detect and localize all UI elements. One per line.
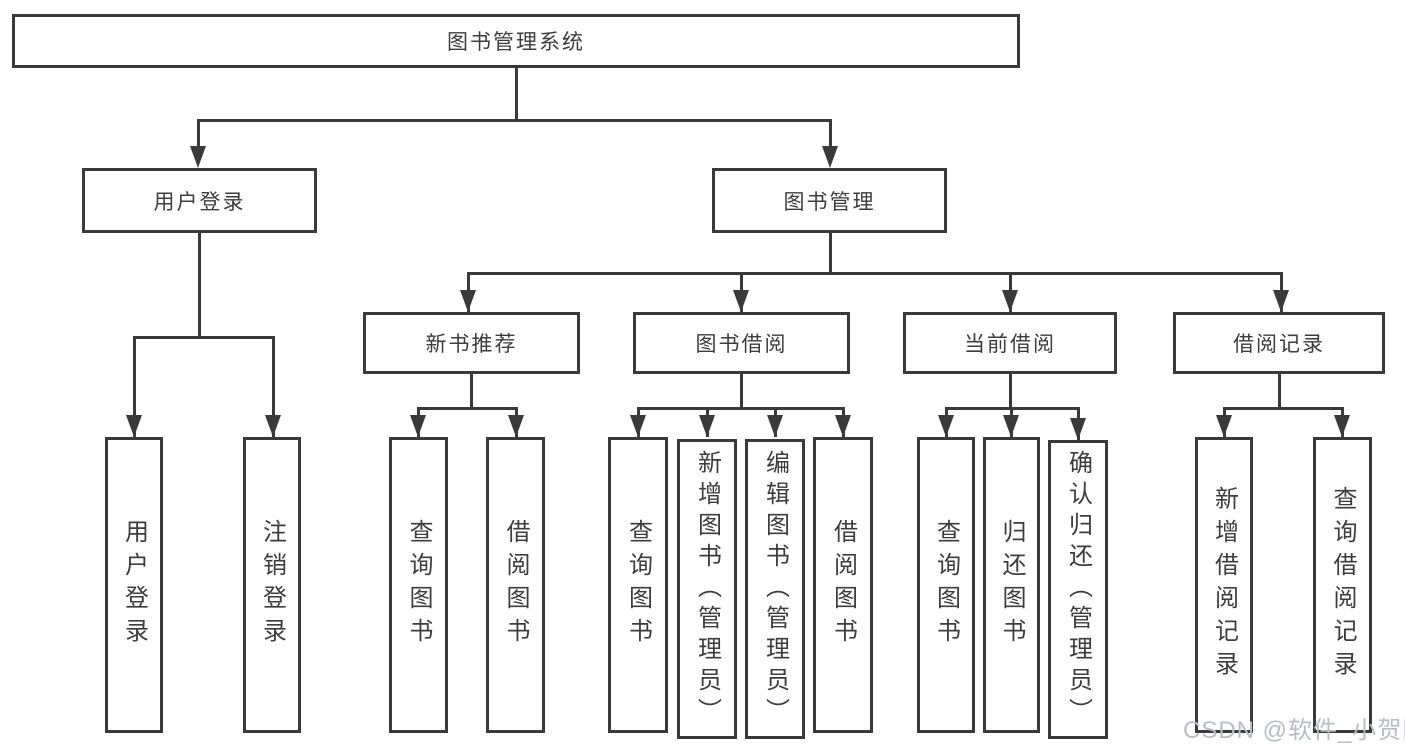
leaf-borrow-books: 借阅图书	[813, 437, 873, 733]
arrow-down-icon	[190, 146, 206, 168]
arrow-down-icon	[1002, 290, 1018, 312]
node-book-management: 图书管理	[712, 168, 947, 233]
node-user-login: 用户登录	[82, 168, 317, 233]
arrow-down-icon	[460, 290, 476, 312]
arrow-down-icon	[733, 290, 749, 312]
leaf-borrow-books: 借阅图书	[486, 437, 545, 733]
leaf-confirm-return-admin: 确认归还（管理员）	[1048, 440, 1108, 739]
node-library-management-system: 图书管理系统	[12, 14, 1020, 68]
arrow-down-icon	[126, 415, 142, 437]
arrow-down-icon	[1003, 415, 1019, 437]
arrow-down-icon	[1216, 415, 1232, 437]
connector-line	[829, 119, 832, 149]
connector-line	[467, 272, 1283, 275]
arrow-down-icon	[822, 146, 838, 168]
node-new-book-recommend: 新书推荐	[363, 312, 580, 374]
connector-line	[1278, 374, 1281, 409]
leaf-add-borrow-record: 新增借阅记录	[1195, 437, 1253, 733]
arrow-down-icon	[767, 415, 783, 437]
leaf-user-login: 用户登录	[105, 437, 163, 733]
leaf-return-books: 归还图书	[983, 437, 1040, 733]
leaf-query-books: 查询图书	[917, 437, 975, 733]
arrow-down-icon	[699, 415, 715, 437]
connector-line	[133, 336, 275, 339]
connector-line	[272, 336, 275, 437]
connector-line	[829, 233, 832, 274]
connector-line	[1009, 374, 1012, 409]
leaf-edit-books-admin: 编辑图书（管理员）	[745, 439, 805, 739]
arrow-down-icon	[410, 415, 426, 437]
connector-line	[133, 336, 136, 437]
csdn-watermark: CSDN @软件_小贺同学	[1183, 717, 1405, 744]
arrow-down-icon	[508, 415, 524, 437]
arrow-down-icon	[1273, 290, 1289, 312]
leaf-query-books: 查询图书	[389, 437, 448, 733]
node-borrowing-records: 借阅记录	[1173, 312, 1385, 374]
leaf-query-borrow-record: 查询借阅记录	[1313, 437, 1372, 733]
arrow-down-icon	[265, 415, 281, 437]
arrow-down-icon	[835, 415, 851, 437]
connector-line	[198, 233, 201, 338]
connector-line	[197, 119, 200, 149]
arrow-down-icon	[630, 415, 646, 437]
node-current-borrowing: 当前借阅	[903, 312, 1117, 374]
node-book-borrowing: 图书借阅	[633, 312, 850, 374]
arrow-down-icon	[1070, 418, 1086, 440]
connector-line	[740, 374, 743, 409]
connector-line	[1223, 407, 1344, 410]
connector-line	[417, 407, 518, 410]
connector-line	[637, 407, 845, 410]
connector-line	[515, 68, 518, 120]
arrow-down-icon	[938, 415, 954, 437]
arrow-down-icon	[1334, 415, 1350, 437]
leaf-add-books-admin: 新增图书（管理员）	[677, 439, 737, 739]
connector-line	[470, 374, 473, 409]
leaf-logout: 注销登录	[243, 437, 301, 733]
connector-line	[197, 119, 832, 122]
leaf-query-books: 查询图书	[608, 437, 668, 733]
